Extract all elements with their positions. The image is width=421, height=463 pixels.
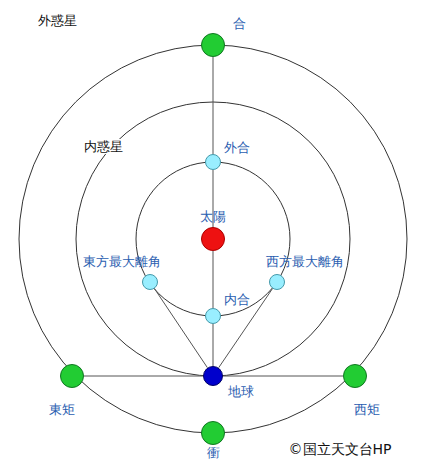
position-label: 西矩 — [354, 403, 380, 416]
opposition: 衝 — [201, 421, 225, 445]
planet-dot — [204, 367, 223, 386]
outer-planet-orbit — [19, 45, 407, 433]
planet-dot — [202, 422, 225, 445]
planet-marker — [201, 421, 225, 445]
copyright-label: ©国立天文台HP — [289, 442, 392, 456]
planet-dot — [206, 155, 221, 170]
planet-marker — [343, 364, 367, 388]
planet-dot — [143, 275, 158, 290]
position-label: 西方最大離角 — [266, 255, 344, 268]
position-label: 太陽 — [200, 210, 226, 223]
sight-line — [223, 376, 343, 377]
planet-marker — [142, 274, 158, 290]
sight-line — [84, 376, 203, 377]
position-label: 東矩 — [49, 403, 75, 416]
greatest-eastern-elongation: 東方最大離角 — [142, 274, 158, 290]
planet-marker — [60, 364, 84, 388]
planet-marker — [201, 227, 225, 251]
sight-line — [213, 324, 214, 366]
eastern-quadrature: 東矩 — [60, 364, 84, 388]
position-label: 衝 — [207, 446, 220, 459]
position-label: 地球 — [228, 385, 254, 398]
greatest-western-elongation: 西方最大離角 — [269, 274, 285, 290]
sight-line — [219, 289, 273, 368]
planet-marker — [269, 274, 285, 290]
inner-planet-orbit — [136, 162, 290, 316]
planet-marker — [205, 308, 221, 324]
inner-planet-label: 内惑星 — [82, 139, 125, 154]
earth: 地球 — [203, 366, 223, 386]
planet-marker — [205, 154, 221, 170]
superior-conjunction: 外合 — [205, 154, 221, 170]
planet-marker — [201, 33, 225, 57]
outer-planet-label: 外惑星 — [38, 14, 77, 27]
sight-line — [154, 289, 207, 368]
position-label: 内合 — [224, 293, 250, 306]
sight-line — [213, 251, 214, 308]
position-label: 東方最大離角 — [83, 255, 161, 268]
sight-line — [213, 57, 214, 154]
outer-planet-conjunction: 合 — [201, 33, 225, 57]
position-label: 合 — [233, 17, 246, 30]
planet-dot — [206, 309, 221, 324]
planet-dot — [202, 228, 225, 251]
planet-dot — [202, 34, 225, 57]
western-quadrature: 西矩 — [343, 364, 367, 388]
planet-dot — [344, 365, 367, 388]
planet-marker — [203, 366, 223, 386]
planet-dot — [270, 275, 285, 290]
position-label: 外合 — [224, 141, 250, 154]
sun: 太陽 — [201, 227, 225, 251]
planet-dot — [61, 365, 84, 388]
inferior-conjunction: 内合 — [205, 308, 221, 324]
